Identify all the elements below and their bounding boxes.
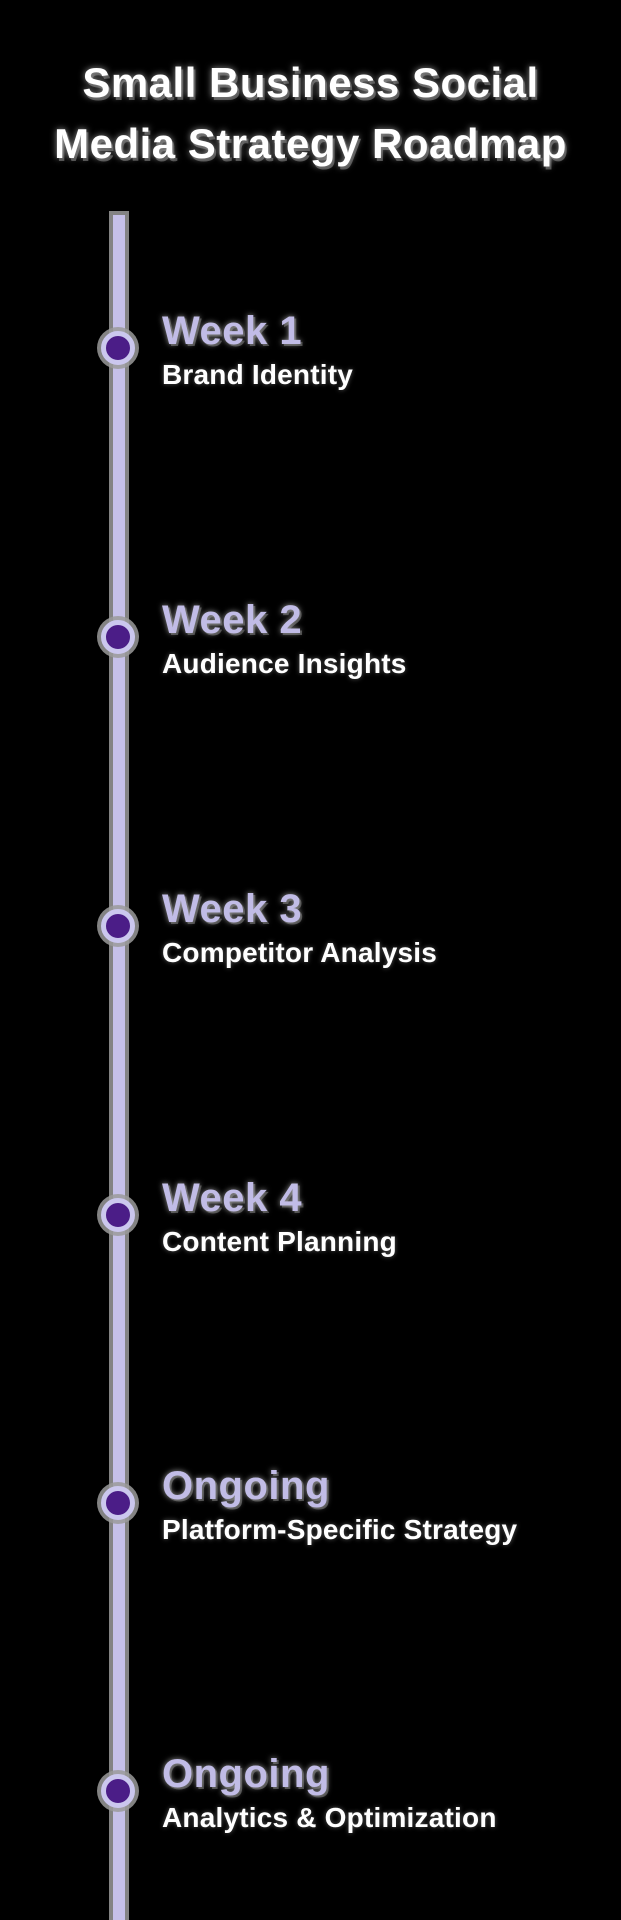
page-title: Small Business Social Media Strategy Roa… (0, 52, 621, 174)
entry-heading: Week 3 (162, 887, 303, 931)
entry-heading: Ongoing (162, 1752, 330, 1796)
timeline-node-icon (101, 620, 135, 654)
timeline-node-icon (101, 1486, 135, 1520)
timeline-entry: Week 3 Competitor Analysis (0, 886, 621, 976)
entry-subtitle: Platform-Specific Strategy (162, 1514, 518, 1545)
timeline-entry: Week 1 Brand Identity (0, 308, 621, 398)
entry-subtitle: Content Planning (162, 1226, 397, 1257)
entry-heading: Week 4 (162, 1176, 303, 1220)
entry-heading: Week 1 (162, 309, 303, 353)
timeline-node-icon (101, 1774, 135, 1808)
timeline-node-icon (101, 909, 135, 943)
timeline-node-icon (101, 1198, 135, 1232)
page-title-line1: Small Business Social (82, 59, 539, 106)
entry-subtitle: Competitor Analysis (162, 937, 438, 968)
entry-heading: Week 2 (162, 598, 303, 642)
timeline-entry: Ongoing Platform-Specific Strategy (0, 1463, 621, 1553)
page-title-line2: Media Strategy Roadmap (54, 120, 567, 167)
timeline-spine (113, 215, 125, 1920)
entry-subtitle: Brand Identity (162, 359, 354, 390)
timeline-entry: Ongoing Analytics & Optimization (0, 1751, 621, 1841)
entry-heading: Ongoing (162, 1464, 330, 1508)
timeline-entry: Week 2 Audience Insights (0, 597, 621, 687)
timeline-node-icon (101, 331, 135, 365)
entry-subtitle: Audience Insights (162, 648, 407, 679)
entry-subtitle: Analytics & Optimization (162, 1802, 497, 1833)
timeline-entry: Week 4 Content Planning (0, 1175, 621, 1265)
